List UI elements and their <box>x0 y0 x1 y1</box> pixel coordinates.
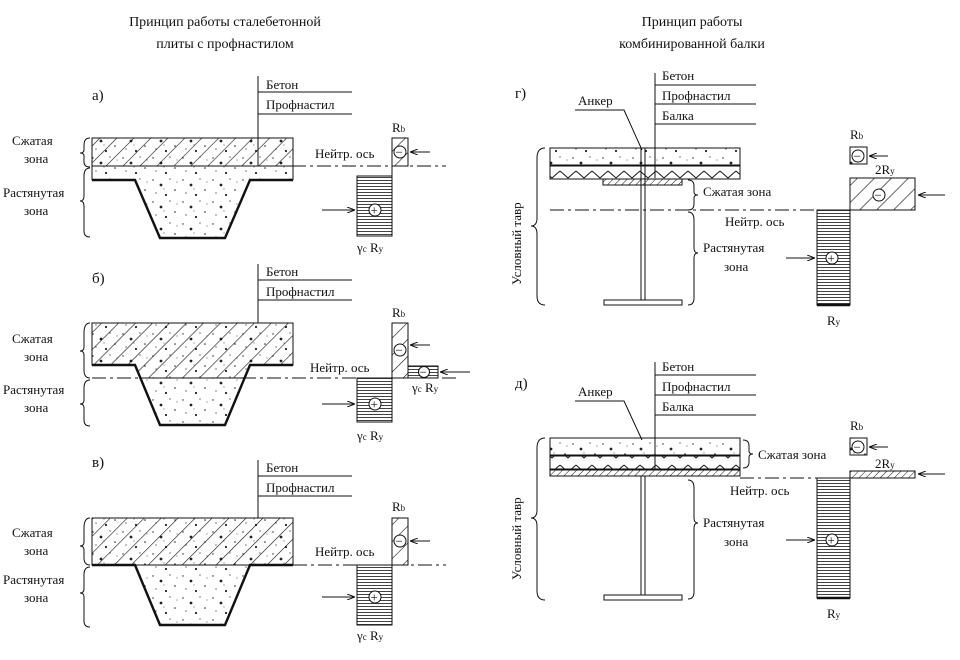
tension-zone-2: зона <box>724 259 749 274</box>
panel-label: а) <box>92 88 104 104</box>
panel-g: г) Бетон Профнастил Балка Анкер Условный… <box>509 68 945 328</box>
compressed-zone: Сжатая <box>12 525 53 540</box>
leader-concrete: Бетон <box>266 264 298 279</box>
panel-label: в) <box>92 455 104 471</box>
tension-zone: Растянутая <box>703 515 764 530</box>
neutral-axis-label: Нейтр. ось <box>725 214 785 229</box>
leader-concrete: Бетон <box>266 460 298 475</box>
leader-concrete: Бетон <box>662 68 694 83</box>
tension-zone-2: зона <box>24 400 49 415</box>
compressed-zone-2: зона <box>24 349 49 364</box>
leader-deck: Профнастил <box>266 284 335 299</box>
tension-zone: Растянутая <box>3 572 64 587</box>
anchor-label: Анкер <box>578 93 613 108</box>
tension-zone: Растянутая <box>3 185 64 200</box>
leader-beam: Балка <box>662 108 694 123</box>
tension-zone-2: зона <box>24 203 49 218</box>
tension-zone: Растянутая <box>3 382 64 397</box>
panel-label: б) <box>92 271 105 287</box>
ry-label: γc Ry <box>356 628 384 643</box>
panel-v: в) Бетон Профнастил Сжатая зона Растянут… <box>3 455 446 643</box>
ry-label: γc Ry <box>356 240 384 255</box>
compressed-zone: Сжатая <box>12 133 53 148</box>
2ry-label: 2Ry <box>875 162 895 177</box>
panel-label: г) <box>515 86 526 102</box>
right-title-line1: Принцип работы <box>642 15 743 30</box>
ry-label-deck: γc Ry <box>411 380 439 395</box>
rb-label: Rb <box>850 418 864 433</box>
rb-label: Rb <box>392 305 406 320</box>
compressed-zone: Сжатая зона <box>703 184 771 199</box>
plus-icon: + <box>828 251 835 266</box>
minus-icon: − <box>420 365 427 380</box>
2ry-label: 2Ry <box>875 456 895 471</box>
tension-zone-2: зона <box>724 534 749 549</box>
minus-icon: − <box>854 440 861 455</box>
conditional-tee-label: Условный тавр <box>509 497 524 580</box>
tension-zone-2: зона <box>24 590 49 605</box>
panel-b: б) Бетон Профнастил Сжатая зона Растянут… <box>3 264 470 443</box>
minus-icon: − <box>854 149 861 164</box>
compressed-zone: Сжатая <box>12 331 53 346</box>
leader-concrete: Бетон <box>662 359 694 374</box>
panel-a: а) Бетон Профнастил Сжатая зона Растянут… <box>3 76 446 255</box>
minus-icon: − <box>875 188 882 203</box>
ry-label: γc Ry <box>356 428 384 443</box>
minus-icon: − <box>396 145 403 160</box>
compressed-zone-2: зона <box>24 543 49 558</box>
leader-deck: Профнастил <box>662 379 731 394</box>
minus-icon: − <box>396 343 403 358</box>
right-title-line2: комбинированной балки <box>619 37 765 52</box>
ry-label: Ry <box>827 606 841 621</box>
leader-deck: Профнастил <box>266 480 335 495</box>
rb-label: Rb <box>392 499 406 514</box>
plus-icon: + <box>371 203 378 218</box>
leader-concrete: Бетон <box>266 77 298 92</box>
rb-label: Rb <box>392 120 406 135</box>
ry-label: Ry <box>827 313 841 328</box>
leader-deck: Профнастил <box>266 97 335 112</box>
panel-d: д) Бетон Профнастил Балка Анкер Условный… <box>509 359 945 621</box>
plus-icon: + <box>371 590 378 605</box>
plus-icon: + <box>828 533 835 548</box>
neutral-axis-label: Нейтр. ось <box>315 544 375 559</box>
neutral-axis-label: Нейтр. ось <box>730 483 790 498</box>
neutral-axis-label: Нейтр. ось <box>310 360 370 375</box>
conditional-tee-label: Условный тавр <box>509 202 524 285</box>
tension-zone: Растянутая <box>703 240 764 255</box>
rb-label: Rb <box>850 127 864 142</box>
panel-label: д) <box>515 376 528 392</box>
compressed-zone: Сжатая зона <box>758 447 826 462</box>
minus-icon: − <box>396 534 403 549</box>
anchor-label: Анкер <box>578 384 613 399</box>
leader-deck: Профнастил <box>662 88 731 103</box>
left-title-line2: плиты с профнастилом <box>156 37 294 52</box>
leader-beam: Балка <box>662 399 694 414</box>
plus-icon: + <box>371 397 378 412</box>
compressed-zone-2: зона <box>24 151 49 166</box>
left-title-line1: Принцип работы сталебетонной <box>129 15 321 30</box>
neutral-axis-label: Нейтр. ось <box>315 146 375 161</box>
